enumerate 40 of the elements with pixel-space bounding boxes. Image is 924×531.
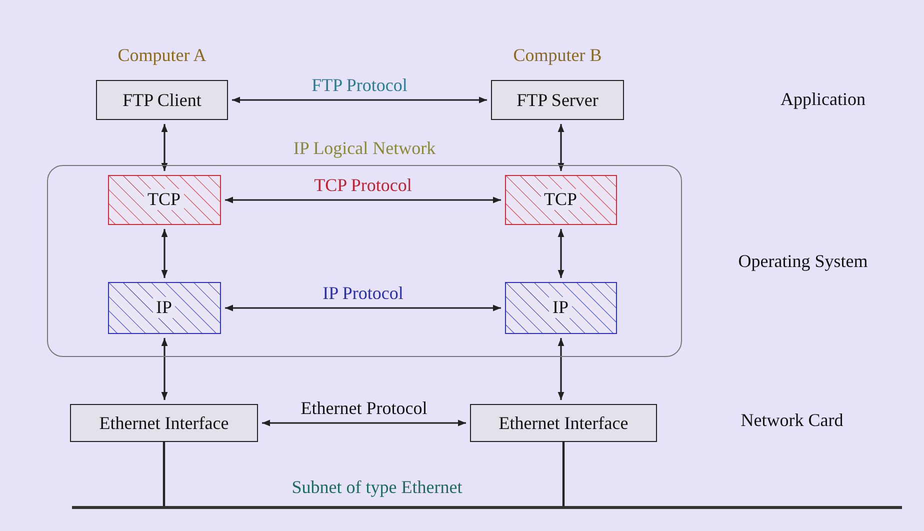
interface-box bbox=[470, 404, 657, 442]
edge-label: Ethernet Protocol bbox=[300, 398, 428, 419]
protocol-layer-box bbox=[504, 174, 616, 224]
computer-label: Computer B bbox=[513, 45, 602, 66]
double-arrow bbox=[225, 196, 501, 204]
box-label: FTP Server bbox=[516, 90, 598, 110]
connector-line bbox=[562, 442, 565, 506]
box-label: IP bbox=[549, 297, 572, 318]
box-label: TCP bbox=[144, 189, 184, 210]
layer-label: Application bbox=[780, 89, 866, 110]
edge-label: IP Protocol bbox=[322, 283, 404, 304]
connector-line bbox=[162, 442, 166, 506]
protocol-layer-box bbox=[108, 282, 220, 334]
protocol-layer-box bbox=[504, 282, 616, 334]
box-label: Ethernet Interface bbox=[498, 412, 628, 434]
double-arrow bbox=[558, 229, 564, 278]
computer-label: Computer A bbox=[118, 45, 206, 66]
box-label: FTP Client bbox=[122, 90, 202, 110]
double-arrow bbox=[558, 124, 564, 171]
network-bus bbox=[72, 506, 902, 509]
layer-label: Operating System bbox=[738, 251, 868, 272]
double-arrow bbox=[262, 420, 466, 426]
box-label: Ethernet Interface bbox=[99, 412, 229, 434]
double-arrow bbox=[232, 96, 487, 104]
protocol-layer-box bbox=[108, 174, 220, 224]
group-heading: IP Logical Network bbox=[293, 138, 436, 159]
box-label: TCP bbox=[540, 189, 580, 210]
box-label: IP bbox=[152, 297, 175, 318]
edge-label: TCP Protocol bbox=[314, 175, 412, 196]
edge-label: FTP Protocol bbox=[312, 75, 408, 96]
double-arrow bbox=[161, 124, 168, 171]
double-arrow bbox=[225, 304, 501, 312]
interface-box bbox=[70, 404, 258, 442]
layer-label: Network Card bbox=[740, 410, 844, 431]
process-box bbox=[491, 80, 624, 120]
double-arrow bbox=[161, 229, 168, 278]
process-box bbox=[96, 80, 228, 120]
double-arrow bbox=[161, 338, 168, 400]
double-arrow bbox=[558, 338, 564, 400]
network-label: Subnet of type Ethernet bbox=[292, 477, 462, 498]
